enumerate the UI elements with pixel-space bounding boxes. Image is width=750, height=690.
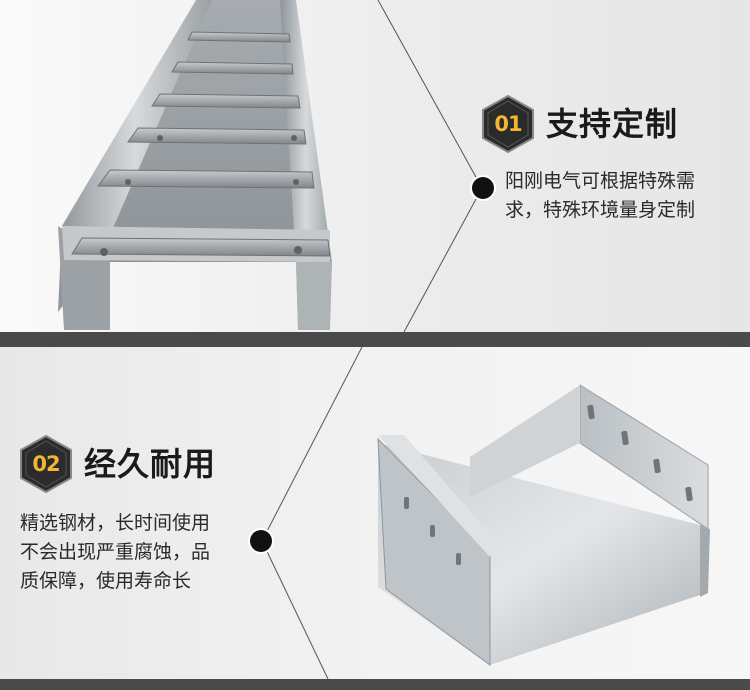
- bullet-dot: [250, 530, 272, 552]
- cable-tray-photo: [377, 384, 710, 666]
- description-line: 阳刚电气可根据特殊需: [505, 170, 696, 192]
- divider-band: [0, 679, 750, 690]
- description-line: 精选钢材，长时间使用: [20, 512, 211, 534]
- divider-band: [0, 332, 750, 347]
- description-line: 质保障，使用寿命长: [20, 570, 192, 592]
- number-badge: 02: [18, 434, 74, 494]
- description-line: 不会出现严重腐蚀，品: [20, 541, 211, 563]
- hexagon-badge-icon: [482, 94, 534, 154]
- cable-ladder-photo: [58, 0, 332, 330]
- badge-number: 02: [32, 452, 60, 476]
- number-badge: 01: [480, 94, 536, 154]
- feature-panel-customization: 01 支持定制 阳刚电气可根据特殊需 求，特殊环境量身定制: [0, 0, 750, 332]
- bullet-dot: [472, 177, 494, 199]
- badge-number: 01: [494, 112, 522, 136]
- feature-description: 精选钢材，长时间使用 不会出现严重腐蚀，品 质保障，使用寿命长: [20, 509, 260, 596]
- feature-title: 经久耐用: [84, 445, 217, 483]
- description-line: 求，特殊环境量身定制: [505, 199, 696, 221]
- hexagon-badge-icon: [20, 434, 72, 494]
- feature-description: 阳刚电气可根据特殊需 求，特殊环境量身定制: [505, 167, 741, 225]
- feature-title: 支持定制: [546, 105, 679, 143]
- feature-panel-durability: 02 经久耐用 精选钢材，长时间使用 不会出现严重腐蚀，品 质保障，使用寿命长: [0, 347, 750, 679]
